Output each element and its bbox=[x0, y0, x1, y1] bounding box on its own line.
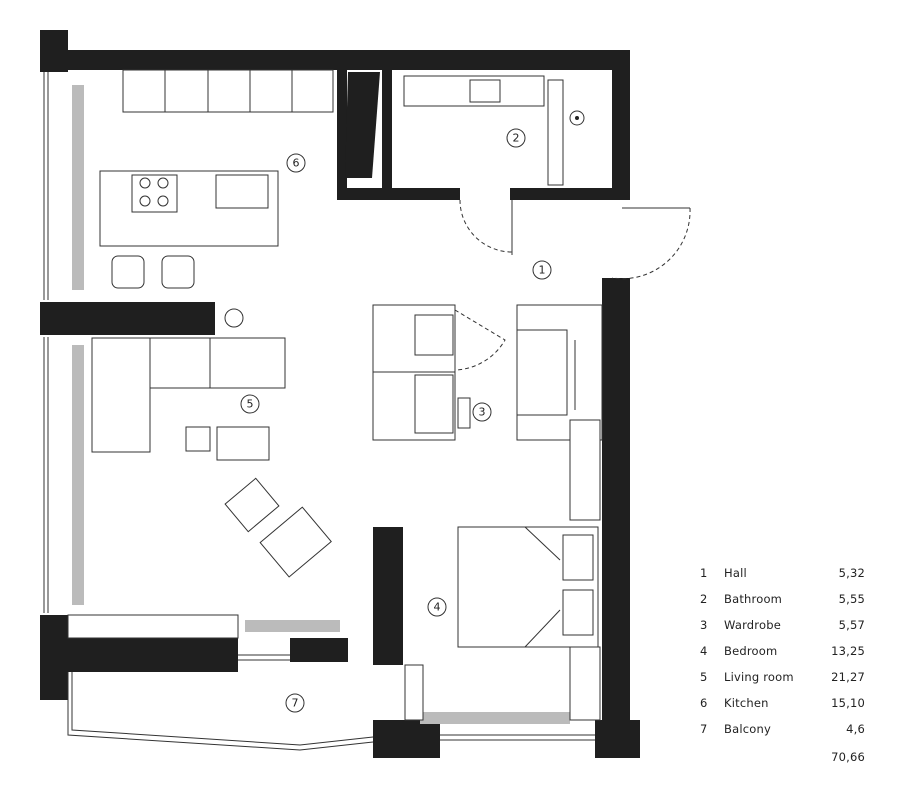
legend-number: 2 bbox=[700, 592, 708, 606]
svg-text:6: 6 bbox=[293, 157, 300, 170]
wardrobe-furniture bbox=[372, 304, 603, 521]
legend-area: 5,32 bbox=[838, 566, 865, 580]
legend-area: 5,55 bbox=[838, 592, 865, 606]
legend-room-name: Bathroom bbox=[724, 592, 783, 606]
legend-room-name: Wardrobe bbox=[724, 618, 781, 632]
svg-text:2: 2 bbox=[513, 132, 520, 145]
svg-text:3: 3 bbox=[479, 406, 486, 419]
svg-text:1: 1 bbox=[539, 264, 546, 277]
walls bbox=[40, 30, 640, 758]
balcony-outline bbox=[67, 672, 374, 751]
legend-number: 4 bbox=[700, 644, 708, 658]
bedroom-furniture bbox=[404, 526, 601, 721]
legend-number: 3 bbox=[700, 618, 708, 632]
legend-room-name: Hall bbox=[724, 566, 747, 580]
room-markers: 1 2 3 4 5 6 7 bbox=[240, 128, 552, 713]
legend-total-area: 70,66 bbox=[831, 750, 865, 764]
shaft bbox=[345, 72, 380, 178]
room-marker-3: 3 bbox=[472, 402, 492, 422]
legend-area: 5,57 bbox=[838, 618, 865, 632]
room-marker-7: 7 bbox=[285, 693, 305, 713]
svg-text:7: 7 bbox=[292, 697, 299, 710]
legend-number: 6 bbox=[700, 696, 708, 710]
living-furniture bbox=[67, 308, 332, 639]
room-marker-2: 2 bbox=[506, 128, 526, 148]
legend-area: 4,6 bbox=[846, 722, 865, 736]
svg-text:4: 4 bbox=[434, 601, 441, 614]
legend-room-name: Living room bbox=[724, 670, 794, 684]
legend-area: 21,27 bbox=[831, 670, 865, 684]
legend-number: 1 bbox=[700, 566, 708, 580]
doors bbox=[454, 199, 691, 371]
windows bbox=[43, 72, 595, 741]
legend-number: 5 bbox=[700, 670, 708, 684]
room-marker-4: 4 bbox=[427, 597, 447, 617]
bathroom-furniture bbox=[403, 75, 585, 186]
legend-room-name: Bedroom bbox=[724, 644, 778, 658]
room-marker-5: 5 bbox=[240, 394, 260, 414]
legend-area: 13,25 bbox=[831, 644, 865, 658]
legend-room-name: Kitchen bbox=[724, 696, 769, 710]
kitchen-furniture bbox=[99, 69, 334, 289]
legend-number: 7 bbox=[700, 722, 708, 736]
room-marker-1: 1 bbox=[532, 260, 552, 280]
legend-room-name: Balcony bbox=[724, 722, 771, 736]
room-marker-6: 6 bbox=[286, 153, 306, 173]
legend-area: 15,10 bbox=[831, 696, 865, 710]
svg-text:5: 5 bbox=[247, 398, 254, 411]
